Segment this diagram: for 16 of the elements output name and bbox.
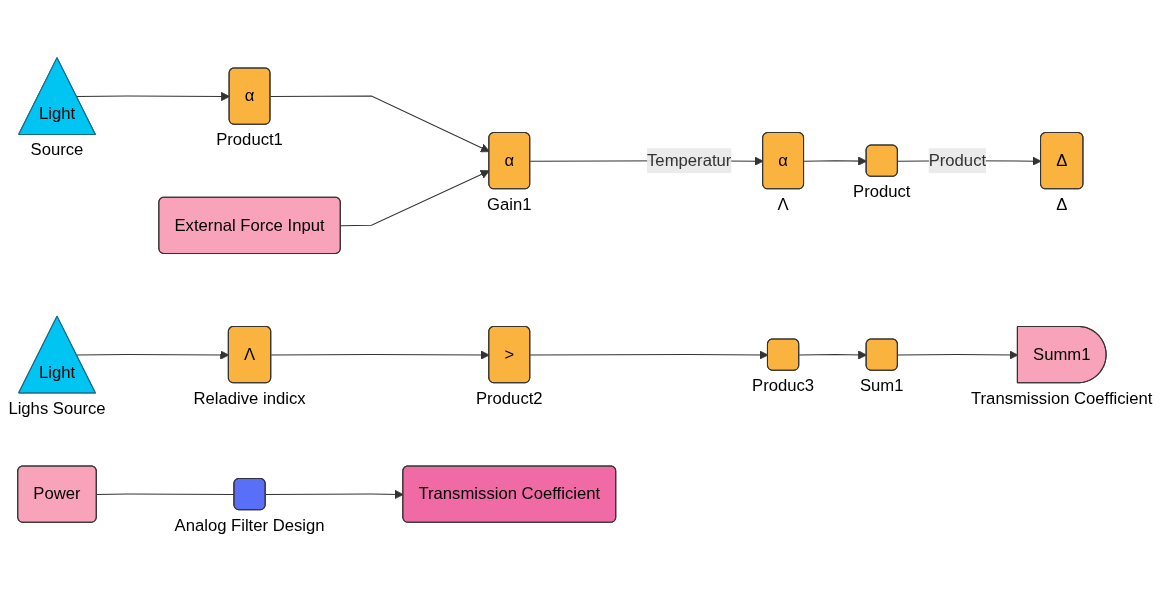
block-caption: Λ xyxy=(777,194,789,214)
block-caption: Product1 xyxy=(216,130,283,150)
block-caption: Sum1 xyxy=(860,376,904,396)
edge-label: Product xyxy=(928,151,987,170)
block-caption: Reladive indicx xyxy=(193,388,306,408)
block-caption: Product2 xyxy=(475,388,543,408)
arrow xyxy=(76,91,230,102)
block-caption: Gain1 xyxy=(487,194,532,214)
block-caption: Transmission Coefficient xyxy=(971,388,1153,408)
block-caption: Product xyxy=(853,182,911,202)
block-caption: Source xyxy=(30,140,84,160)
edge-label: Temperatur xyxy=(647,151,732,170)
block-caption: Δ xyxy=(1056,194,1068,214)
block-caption: Lighs Source xyxy=(8,398,106,418)
block-caption: Produc3 xyxy=(752,376,815,396)
block-caption: Analog Filter Design xyxy=(174,515,325,535)
